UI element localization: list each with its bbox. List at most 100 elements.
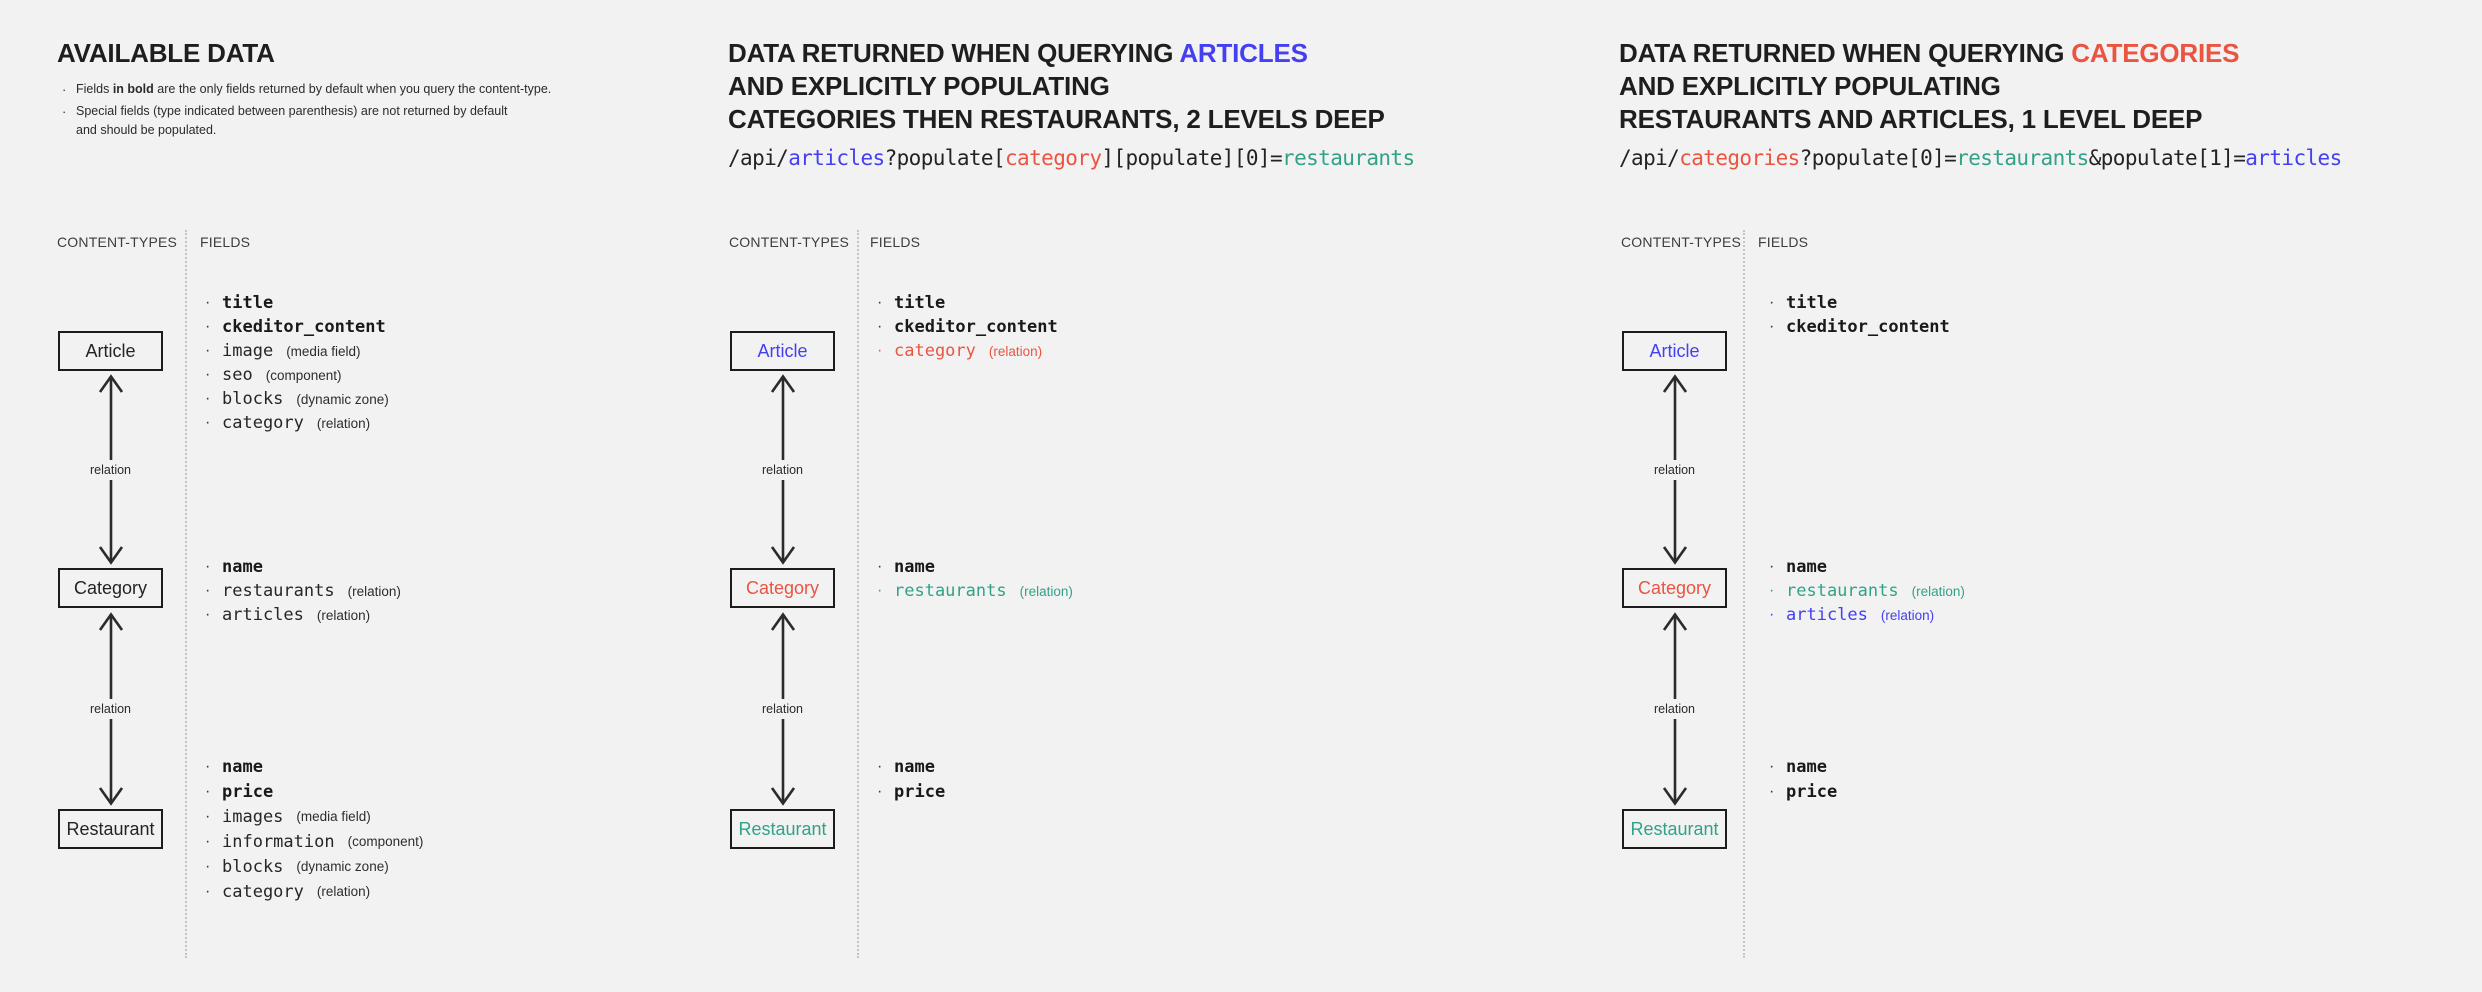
- box-label: Category: [745, 577, 820, 598]
- category-fields: ·name ·restaurants(relation): [877, 555, 1073, 603]
- content-type-box-category: Category: [1622, 568, 1727, 608]
- box-label: Restaurant: [1630, 818, 1719, 839]
- bullet-icon: ·: [877, 757, 883, 775]
- field-name: name: [1786, 557, 1827, 577]
- code-segment: /api/: [728, 146, 789, 170]
- field-name: images: [222, 806, 284, 827]
- relation-arrow-category-restaurant: relation: [1650, 611, 1699, 807]
- bullet-icon: ·: [205, 342, 211, 359]
- field-row: ·blocks(dynamic zone): [205, 854, 423, 879]
- field-row: ·seo(component): [205, 363, 399, 387]
- field-row: ·category(relation): [877, 339, 1071, 363]
- title-text: DATA RETURNED WHEN QUERYING: [728, 38, 1180, 68]
- bullet-icon: ·: [877, 294, 883, 311]
- code-segment: categories: [1679, 146, 1800, 170]
- title-text: AVAILABLE DATA: [57, 38, 275, 68]
- field-name: title: [894, 293, 946, 313]
- box-label: Category: [1637, 577, 1712, 598]
- field-name: category: [894, 341, 976, 361]
- panel-title: DATA RETURNED WHEN QUERYING CATEGORIES A…: [1619, 37, 2239, 136]
- bullet-icon: ·: [877, 558, 883, 575]
- field-name: ckeditor_content: [1786, 317, 1950, 337]
- field-row: ·category(relation): [205, 879, 423, 904]
- note-segment: Fields: [76, 82, 110, 96]
- field-row: ·restaurants(relation): [877, 579, 1073, 603]
- article-fields: ·title ·ckeditor_content ·image(media fi…: [205, 291, 399, 435]
- field-row: ·title: [1769, 291, 1963, 315]
- relation-arrow-article-category: relation: [758, 373, 807, 566]
- note-segment: are the only fields returned by default …: [157, 82, 552, 96]
- code-segment: &populate[1]=: [2088, 146, 2246, 170]
- title-highlight: CATEGORIES: [2071, 38, 2240, 68]
- field-name: restaurants: [222, 581, 335, 601]
- field-type: (media field): [286, 343, 361, 359]
- bullet-icon: ·: [205, 318, 211, 335]
- field-row: ·name: [877, 555, 1073, 579]
- title-text: DATA RETURNED WHEN QUERYING: [1619, 38, 2072, 68]
- title-line-1: AVAILABLE DATA: [57, 37, 275, 70]
- bullet-icon: ·: [1769, 757, 1775, 775]
- field-name: name: [222, 557, 263, 577]
- title-line-2: AND EXPLICITLY POPULATING: [1619, 71, 2001, 101]
- code-segment: ?populate[: [884, 146, 1006, 170]
- field-name: restaurants: [894, 581, 1007, 601]
- fields-header: FIELDS: [200, 234, 251, 250]
- field-name: category: [222, 881, 304, 902]
- relation-label: relation: [758, 459, 807, 480]
- field-row: ·ckeditor_content: [1769, 315, 1963, 339]
- field-name: image: [222, 341, 274, 361]
- code-segment: ][populate][0]=: [1101, 146, 1283, 170]
- column-divider: [857, 230, 859, 958]
- bullet-icon: ·: [1769, 294, 1775, 311]
- title-line-3: RESTAURANTS AND ARTICLES, 1 LEVEL DEEP: [1619, 104, 2203, 134]
- content-type-box-article: Article: [730, 331, 835, 371]
- fields-header: FIELDS: [1758, 234, 1809, 250]
- field-row: · image (media field): [205, 339, 399, 363]
- field-type: (media field): [296, 809, 371, 824]
- relation-arrow-article-category: relation: [86, 373, 135, 566]
- field-type: (component): [265, 367, 342, 383]
- box-label: Article: [85, 340, 136, 361]
- bullet-icon: ·: [205, 366, 211, 383]
- article-fields: ·title ·ckeditor_content ·category(relat…: [877, 291, 1071, 363]
- field-row: ·category(relation): [205, 411, 399, 435]
- relation-label: relation: [86, 699, 135, 719]
- bullet-icon: ·: [205, 882, 211, 900]
- field-name: information: [222, 831, 335, 852]
- field-name: price: [222, 781, 274, 802]
- restaurant-fields: ·name ·price ·images(media field) ·infor…: [205, 754, 423, 904]
- field-type: (dynamic zone): [296, 859, 389, 874]
- box-label: Article: [757, 340, 808, 361]
- field-row: ·information(component): [205, 829, 423, 854]
- note-segment-bold: in bold: [112, 82, 154, 96]
- note-segment: Special fields (type indicated between p…: [76, 104, 508, 118]
- field-name: name: [894, 756, 935, 777]
- code-segment: category: [1005, 146, 1102, 170]
- content-type-box-article: Article: [58, 331, 163, 371]
- bullet-icon: ·: [205, 414, 211, 431]
- code-segment: articles: [788, 146, 885, 170]
- bullet-icon: ·: [205, 606, 211, 623]
- panel-title: DATA RETURNED WHEN QUERYING ARTICLES AND…: [728, 37, 1385, 136]
- column-divider: [1743, 230, 1745, 958]
- bullet-icon: ·: [205, 757, 211, 775]
- field-type: (dynamic zone): [296, 391, 389, 407]
- field-name: ckeditor_content: [894, 317, 1058, 337]
- field-name: price: [1786, 781, 1838, 802]
- relation-arrow-article-category: relation: [1650, 373, 1699, 566]
- content-type-box-restaurant: Restaurant: [58, 809, 163, 849]
- category-fields: ·name ·restaurants(relation) ·articles(r…: [1769, 555, 1965, 627]
- content-type-box-article: Article: [1622, 331, 1727, 371]
- column-divider: [185, 230, 187, 958]
- field-name: articles: [222, 605, 304, 625]
- field-row: ·images(media field): [205, 804, 423, 829]
- bullet-icon: ·: [1769, 558, 1775, 575]
- title-line-2: AND EXPLICITLY POPULATING: [728, 71, 1110, 101]
- content-type-box-restaurant: Restaurant: [730, 809, 835, 849]
- title-line-3: CATEGORIES THEN RESTAURANTS, 2 LEVELS DE…: [728, 104, 1385, 134]
- content-types-header: CONTENT-TYPES: [729, 234, 850, 250]
- note-segment: and should be populated.: [76, 123, 217, 137]
